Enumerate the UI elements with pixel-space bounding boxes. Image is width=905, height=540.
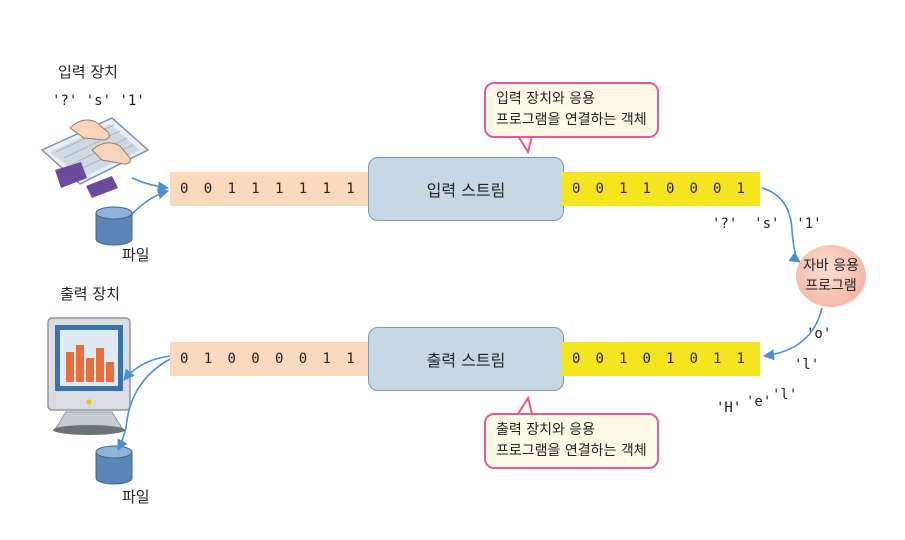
input-char: 's' [85, 93, 112, 109]
callout-line: 프로그램을 연결하는 객체 [496, 443, 647, 459]
callout-line: 프로그램을 연결하는 객체 [496, 112, 647, 128]
input-char: '?' [52, 93, 78, 109]
bit: 0 [595, 181, 604, 197]
stream-to-file-arrow [117, 357, 173, 452]
program-line2: 프로그램 [805, 278, 857, 294]
output-file-label: 파일 [122, 488, 150, 506]
bit: 0 [572, 351, 581, 367]
bit: 0 [298, 351, 308, 367]
bit: 0 [572, 181, 581, 197]
database-icon [95, 445, 133, 485]
bit: 1 [227, 181, 236, 197]
bit: 0 [689, 181, 698, 197]
callout-line: 출력 장치와 응용 [496, 422, 596, 438]
input-stream-bits: 0 0 1 1 0 0 0 1 [562, 172, 760, 206]
program-line1: 자바 응용 [803, 258, 859, 274]
stream-to-monitor-arrow [123, 355, 171, 381]
bit: 0 [227, 351, 236, 367]
input-char: '1' [119, 93, 145, 109]
bit: 0 [689, 351, 698, 367]
input-stream-box: 입력 스트림 [368, 157, 564, 221]
output-stream-bits: 0 0 1 0 1 0 1 1 [562, 342, 760, 376]
bit: 0 [595, 351, 604, 367]
bit: 1 [322, 351, 331, 367]
bit: 1 [322, 181, 331, 197]
bit: 1 [275, 181, 284, 197]
bit: 1 [346, 351, 355, 367]
bit: 0 [180, 351, 189, 367]
stream-to-program-arrow [761, 187, 801, 263]
java-program-node: 자바 응용 프로그램 [796, 245, 866, 307]
output-destination-bits: 0 1 0 0 0 0 1 1 [170, 342, 370, 376]
bit: 0 [203, 181, 213, 197]
output-char: 'l' [772, 387, 798, 403]
bit: 1 [346, 181, 355, 197]
bit: 1 [251, 181, 260, 197]
monitor-icon [47, 317, 131, 435]
bit: 0 [666, 181, 675, 197]
callout-line: 입력 장치와 응용 [496, 91, 596, 107]
bit: 1 [666, 351, 675, 367]
bit: 1 [298, 181, 308, 197]
bit: 1 [713, 351, 722, 367]
input-stream-chars: '?' 's' '1' [712, 216, 822, 232]
bit: 1 [736, 181, 745, 197]
input-callout-pointer [517, 135, 533, 155]
bit: 0 [251, 351, 260, 367]
bit: 1 [642, 181, 651, 197]
input-source-bits: 0 0 1 1 1 1 1 1 [170, 172, 370, 206]
bit: 0 [713, 181, 722, 197]
bit: 1 [736, 351, 745, 367]
keyboard-icon [40, 117, 150, 198]
output-char: 'e' [746, 394, 772, 410]
output-callout-pointer [517, 395, 533, 415]
output-char: 'H' [716, 400, 742, 416]
bit: 0 [642, 351, 651, 367]
input-device-label: 입력 장치 [58, 63, 118, 81]
database-icon [95, 206, 133, 246]
output-stream-box: 출력 스트림 [368, 327, 564, 391]
bit: 1 [619, 181, 628, 197]
bit: 1 [619, 351, 628, 367]
bit: 0 [180, 181, 189, 197]
output-char: 'l' [794, 357, 820, 373]
input-device-chars: '?' 's' '1' [52, 93, 145, 109]
input-stream-callout: 입력 장치와 응용 프로그램을 연결하는 객체 [484, 82, 659, 138]
output-char: 'o' [806, 326, 832, 342]
keyboard-to-stream-arrow [131, 177, 170, 193]
bit: 1 [203, 351, 213, 367]
input-file-label: 파일 [122, 246, 150, 264]
output-device-label: 출력 장치 [60, 285, 120, 303]
program-to-stream-arrow [762, 307, 823, 361]
bit: 0 [275, 351, 284, 367]
file-to-stream-arrow [131, 188, 170, 215]
output-stream-callout: 출력 장치와 응용 프로그램을 연결하는 객체 [484, 413, 659, 469]
